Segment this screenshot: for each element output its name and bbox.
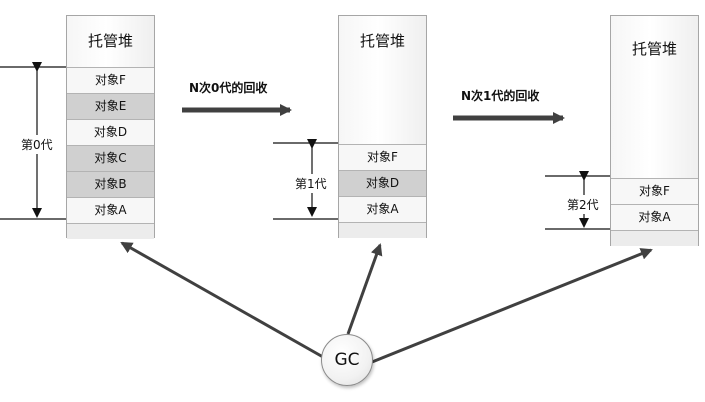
heap-title: 托管堆 — [87, 32, 133, 50]
heap-object: 对象F — [339, 144, 426, 170]
heap-free-slot — [611, 230, 698, 246]
gc-arrow-heap-1 — [120, 241, 324, 359]
step-label-2: N次1代的回收 — [461, 89, 540, 103]
gen2-label: 第2代 — [566, 195, 600, 214]
heap-object: 对象A — [339, 196, 426, 222]
heap-object: 对象D — [339, 170, 426, 196]
gc-node: GC — [321, 334, 373, 386]
step-label-1: N次0代的回收 — [189, 81, 268, 95]
heap-object: 对象F — [67, 67, 154, 93]
gen0-label: 第0代 — [20, 135, 54, 154]
heap-object: 对象F — [611, 178, 698, 204]
heap-object: 对象D — [67, 119, 154, 145]
heap-object: 对象A — [611, 204, 698, 230]
heap-free-slot — [339, 222, 426, 238]
managed-heap-3: 托管堆 对象F 对象A — [610, 15, 699, 246]
managed-heap-1: 托管堆 对象F 对象E 对象D 对象C 对象B 对象A — [66, 15, 155, 239]
heap-object: 对象E — [67, 93, 154, 119]
heap-object: 对象B — [67, 171, 154, 197]
gen1-label: 第1代 — [294, 174, 328, 193]
gc-arrow-heap-2 — [346, 243, 383, 335]
heap-object: 对象C — [67, 145, 154, 171]
heap-title: 托管堆 — [359, 32, 405, 50]
heap-object: 对象A — [67, 197, 154, 223]
heap-title: 托管堆 — [631, 40, 677, 58]
gc-arrow-heap-3 — [371, 248, 653, 364]
heap-free-slot — [67, 223, 154, 239]
managed-heap-2: 托管堆 对象F 对象D 对象A — [338, 15, 427, 238]
